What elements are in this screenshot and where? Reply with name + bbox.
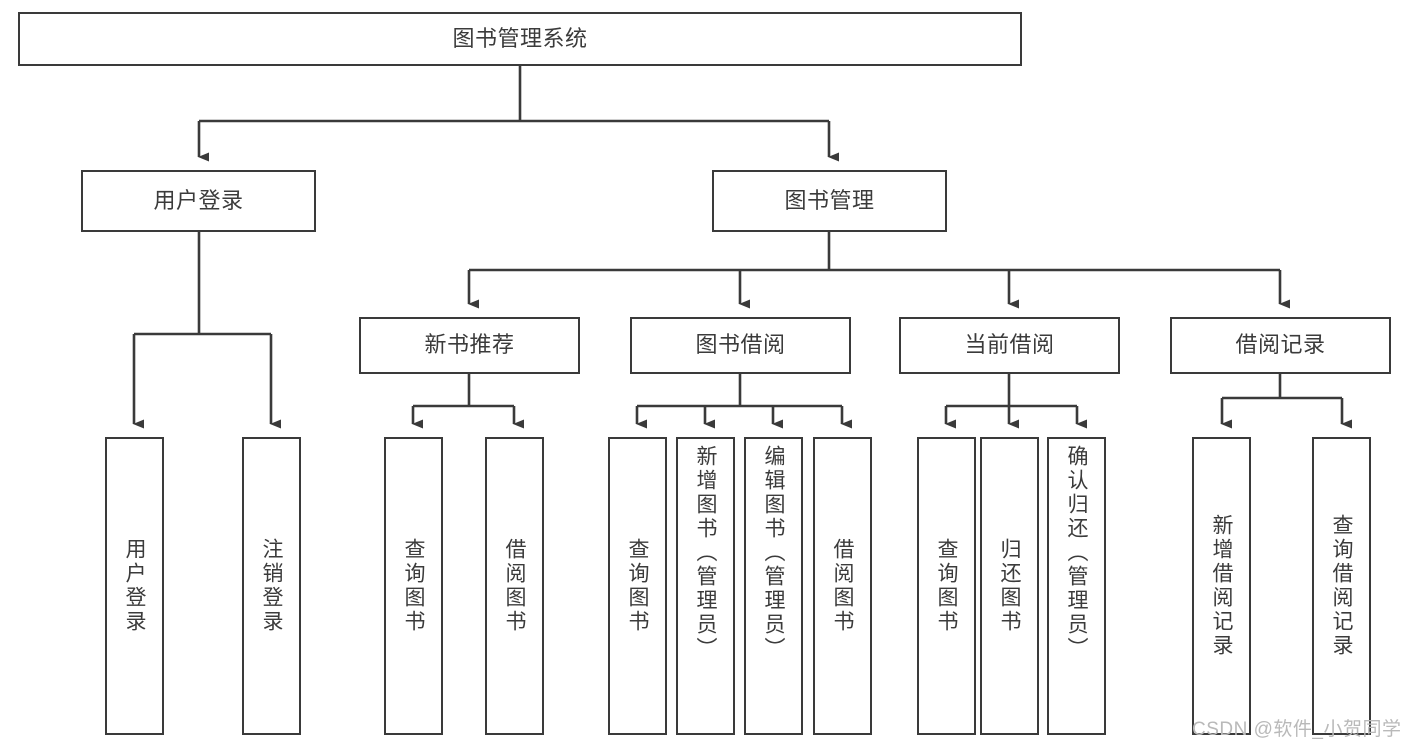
leaf-edit-book-label: 编辑图书（管理员） bbox=[762, 445, 785, 661]
leaf-add-book-label: 新增图书（管理员） bbox=[694, 445, 717, 661]
leaf-user-logout-label: 注销登录 bbox=[260, 538, 283, 634]
node-current-borrow[interactable]: 当前借阅 bbox=[899, 317, 1120, 374]
leaf-borrow-book-1-label: 借阅图书 bbox=[503, 538, 526, 634]
leaf-borrow-book-1[interactable]: 借阅图书 bbox=[485, 437, 544, 735]
leaf-query-book-1-label: 查询图书 bbox=[402, 538, 425, 634]
leaf-return-book[interactable]: 归还图书 bbox=[980, 437, 1039, 735]
leaf-query-record[interactable]: 查询借阅记录 bbox=[1312, 437, 1371, 735]
node-book-management[interactable]: 图书管理 bbox=[712, 170, 947, 232]
leaf-edit-book[interactable]: 编辑图书（管理员） bbox=[744, 437, 803, 735]
leaf-query-book-1[interactable]: 查询图书 bbox=[384, 437, 443, 735]
node-book-management-label: 图书管理 bbox=[784, 187, 875, 213]
leaf-confirm-return-label: 确认归还（管理员） bbox=[1065, 445, 1088, 661]
leaf-borrow-book-2[interactable]: 借阅图书 bbox=[813, 437, 872, 735]
node-root-label: 图书管理系统 bbox=[452, 25, 588, 51]
node-borrow-record[interactable]: 借阅记录 bbox=[1170, 317, 1391, 374]
leaf-user-login-label: 用户登录 bbox=[123, 538, 146, 634]
leaf-return-book-label: 归还图书 bbox=[998, 538, 1021, 634]
node-borrow-record-label: 借阅记录 bbox=[1235, 332, 1326, 358]
node-current-borrow-label: 当前借阅 bbox=[964, 332, 1055, 358]
leaf-add-book[interactable]: 新增图书（管理员） bbox=[676, 437, 735, 735]
leaf-borrow-book-2-label: 借阅图书 bbox=[831, 538, 854, 634]
leaf-add-record[interactable]: 新增借阅记录 bbox=[1192, 437, 1251, 735]
node-book-borrow[interactable]: 图书借阅 bbox=[630, 317, 851, 374]
leaf-query-book-2-label: 查询图书 bbox=[626, 538, 649, 634]
leaf-add-record-label: 新增借阅记录 bbox=[1210, 514, 1233, 658]
leaf-user-login[interactable]: 用户登录 bbox=[105, 437, 164, 735]
node-book-borrow-label: 图书借阅 bbox=[695, 332, 786, 358]
leaf-query-book-3[interactable]: 查询图书 bbox=[917, 437, 976, 735]
node-root[interactable]: 图书管理系统 bbox=[18, 12, 1022, 66]
node-new-book-recommend[interactable]: 新书推荐 bbox=[359, 317, 580, 374]
leaf-confirm-return[interactable]: 确认归还（管理员） bbox=[1047, 437, 1106, 735]
node-user-login-label: 用户登录 bbox=[153, 187, 244, 213]
node-new-book-recommend-label: 新书推荐 bbox=[424, 332, 515, 358]
leaf-query-book-3-label: 查询图书 bbox=[935, 538, 958, 634]
leaf-query-book-2[interactable]: 查询图书 bbox=[608, 437, 667, 735]
node-user-login[interactable]: 用户登录 bbox=[81, 170, 316, 232]
leaf-query-record-label: 查询借阅记录 bbox=[1330, 514, 1353, 658]
leaf-user-logout[interactable]: 注销登录 bbox=[242, 437, 301, 735]
csdn-watermark: CSDN @软件_小贺同学 bbox=[1192, 719, 1402, 740]
